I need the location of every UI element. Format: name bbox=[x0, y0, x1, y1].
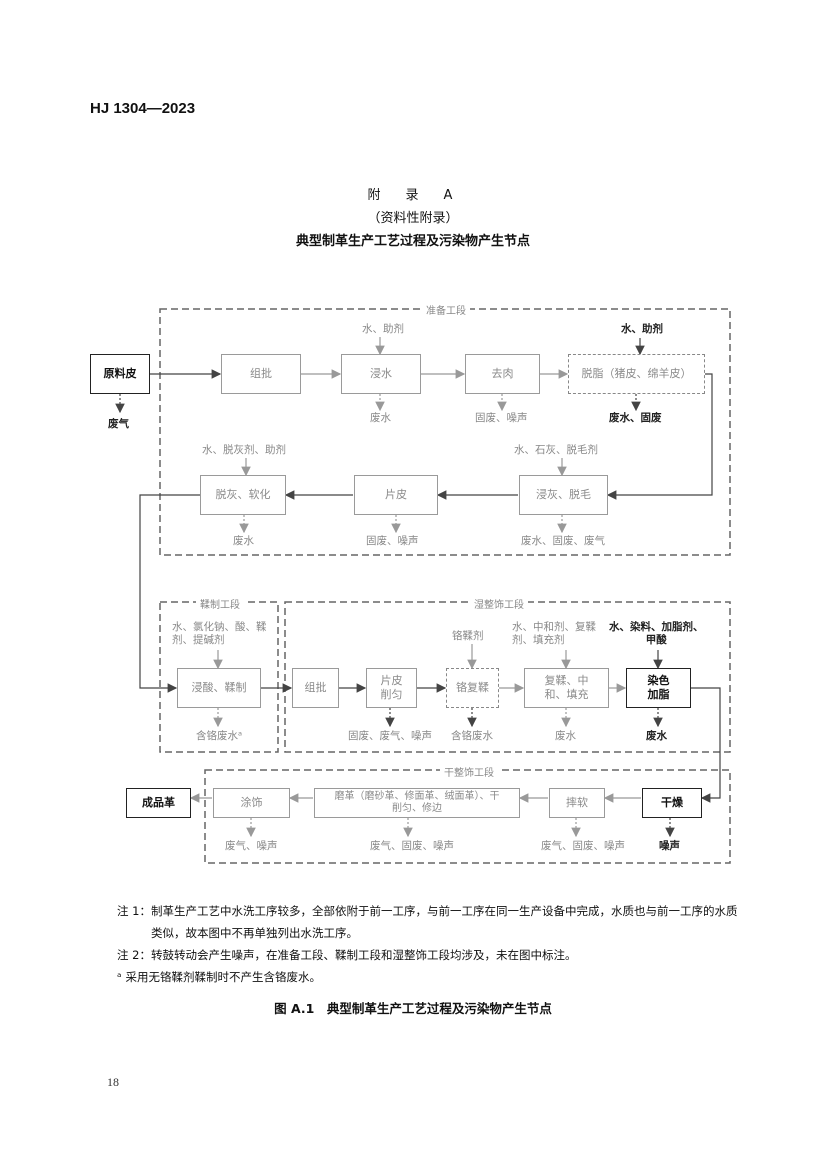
input-dyeing: 水、染料、加脂剂、 甲酸 bbox=[609, 621, 704, 646]
appendix-label: 附 录 A bbox=[367, 188, 459, 203]
output-fleshing: 固废、噪声 bbox=[475, 412, 528, 424]
note-a: ᵃ 采用无铬鞣剂鞣制时不产生含铬废水。 bbox=[117, 966, 747, 988]
box-splitting-shaving: 片皮 削匀 bbox=[366, 668, 417, 708]
note-a-tag: ᵃ bbox=[117, 970, 122, 984]
note-1-text: 制革生产工艺中水洗工序较多，全部依附于前一工序，与前一工序在同一生产设备中完成，… bbox=[150, 904, 738, 940]
box-batching-1: 组批 bbox=[221, 354, 301, 394]
box-chrome-retanning: 铬复鞣 bbox=[446, 668, 499, 708]
box-fleshing: 去肉 bbox=[465, 354, 540, 394]
box-drying: 干燥 bbox=[642, 788, 702, 818]
output-splitting-1: 固废、噪声 bbox=[366, 535, 419, 547]
output-chrome-retan: 含铬废水 bbox=[451, 730, 493, 742]
stage-label-tan: 鞣制工段 bbox=[196, 596, 244, 611]
appendix-title: 典型制革生产工艺过程及污染物产生节点 bbox=[295, 234, 530, 249]
output-deliming: 废水 bbox=[233, 535, 254, 547]
box-pickling-tanning: 浸酸、鞣制 bbox=[177, 668, 261, 708]
input-retan: 水、中和剂、复鞣 剂、填充剂 bbox=[512, 621, 596, 646]
input-liming: 水、石灰、脱毛剂 bbox=[514, 444, 598, 456]
notes-block: 注 1： 制革生产工艺中水洗工序较多，全部依附于前一工序，与前一工序在同一生产设… bbox=[117, 900, 747, 988]
standard-code: HJ 1304—2023 bbox=[90, 100, 196, 117]
prep-stage-frame bbox=[159, 308, 731, 556]
box-soaking: 浸水 bbox=[341, 354, 421, 394]
note-a-text: 采用无铬鞣剂鞣制时不产生含铬废水。 bbox=[125, 970, 322, 984]
input-pickling: 水、氯化钠、酸、鞣 剂、提碱剂 bbox=[172, 621, 267, 646]
box-degreasing: 脱脂（猪皮、绵羊皮） bbox=[568, 354, 705, 394]
box-dyeing-fatliquoring: 染色 加脂 bbox=[626, 668, 691, 708]
appendix-type: （资料性附录） bbox=[367, 211, 459, 226]
output-splitting-2: 固废、废气、噪声 bbox=[348, 730, 432, 742]
output-soaking: 废水 bbox=[370, 412, 391, 424]
input-soaking: 水、助剂 bbox=[362, 323, 404, 335]
process-flow-diagram: 准备工段 鞣制工段 湿整饰工段 干整饰工段 原料皮 组批 浸水 去肉 脱脂（猪皮… bbox=[0, 290, 826, 880]
box-splitting-1: 片皮 bbox=[354, 475, 438, 515]
page-number: 18 bbox=[107, 1075, 119, 1089]
box-finished-leather: 成品革 bbox=[126, 788, 191, 818]
box-batching-2: 组批 bbox=[292, 668, 339, 708]
note-2: 注 2： 转鼓转动会产生噪声，在准备工段、鞣制工段和湿整饰工段均涉及，未在图中标… bbox=[117, 944, 747, 966]
stage-label-prep: 准备工段 bbox=[422, 302, 470, 317]
box-raw-hide: 原料皮 bbox=[90, 354, 150, 394]
box-finishing: 涂饰 bbox=[213, 788, 290, 818]
output-finishing: 废气、噪声 bbox=[225, 840, 278, 852]
output-drying: 噪声 bbox=[659, 840, 680, 852]
output-raw-hide: 废气 bbox=[108, 418, 129, 430]
box-liming: 浸灰、脱毛 bbox=[519, 475, 608, 515]
note-2-text: 转鼓转动会产生噪声，在准备工段、鞣制工段和湿整饰工段均涉及，未在图中标注。 bbox=[150, 948, 577, 962]
box-retan-neutralize-fill: 复鞣、中 和、填充 bbox=[524, 668, 609, 708]
figure-caption: 图 A.1 典型制革生产工艺过程及污染物产生节点 bbox=[274, 1001, 552, 1016]
output-degreasing: 废水、固废 bbox=[609, 412, 662, 424]
stage-label-dry: 干整饰工段 bbox=[440, 764, 498, 779]
box-deliming: 脱灰、软化 bbox=[200, 475, 286, 515]
output-buffing: 废气、固废、噪声 bbox=[370, 840, 454, 852]
output-dyeing: 废水 bbox=[646, 730, 667, 742]
box-buffing-trimming: 磨革（磨砂革、修面革、绒面革）、干 削匀、修边 bbox=[314, 788, 520, 818]
dry-stage-frame bbox=[204, 769, 731, 864]
output-pickling: 含铬废水ᵃ bbox=[196, 730, 243, 742]
note-2-tag: 注 2： bbox=[117, 948, 151, 962]
output-staking: 废气、固废、噪声 bbox=[541, 840, 625, 852]
note-1-tag: 注 1： bbox=[117, 904, 151, 918]
input-degreasing: 水、助剂 bbox=[621, 323, 663, 335]
stage-label-wet: 湿整饰工段 bbox=[470, 596, 528, 611]
output-liming: 废水、固废、废气 bbox=[521, 535, 605, 547]
input-chrome-retan: 铬鞣剂 bbox=[452, 630, 484, 642]
diagram-lines bbox=[115, 308, 731, 864]
note-1: 注 1： 制革生产工艺中水洗工序较多，全部依附于前一工序，与前一工序在同一生产设… bbox=[117, 900, 747, 944]
output-retan: 废水 bbox=[555, 730, 576, 742]
input-deliming: 水、脱灰剂、助剂 bbox=[202, 444, 286, 456]
box-staking: 摔软 bbox=[549, 788, 605, 818]
